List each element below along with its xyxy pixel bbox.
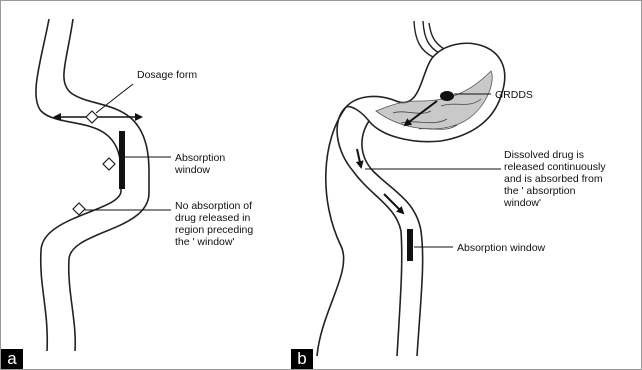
absorption-window-bar-b: [407, 229, 413, 261]
absorption-window-bar-a: [119, 131, 125, 189]
panel-a-intestine: [36, 19, 149, 351]
label-absorption-window-b: Absorption window: [457, 242, 545, 254]
label-dissolved-drug: Dissolved drug is released continuously …: [504, 149, 606, 209]
label-absorption-window-a: Absorption window: [175, 152, 225, 176]
pill-lower: [73, 203, 85, 215]
pill-middle: [103, 158, 115, 170]
panel-b-pointer-lines: [365, 169, 501, 247]
grdds-tablet: [440, 91, 454, 101]
flow-arrow-upper: [357, 149, 361, 167]
label-no-absorption: No absorption of drug released in region…: [175, 200, 253, 248]
stomach: [346, 43, 505, 141]
panel-b-letter: b: [291, 349, 313, 369]
label-grdds: GRDDS: [495, 89, 533, 101]
label-dosage-form: Dosage form: [137, 69, 197, 81]
panel-b-intestine: [317, 107, 423, 356]
duodenum-outer-wall: [337, 107, 402, 356]
intestine-left-wall: [317, 107, 346, 356]
duodenum-inner-wall: [362, 121, 423, 356]
flow-arrow-lower: [384, 194, 403, 213]
dosage-form-pills: [73, 111, 115, 215]
panel-a-letter: a: [1, 349, 23, 369]
intestine-outer-wall: [36, 19, 121, 351]
